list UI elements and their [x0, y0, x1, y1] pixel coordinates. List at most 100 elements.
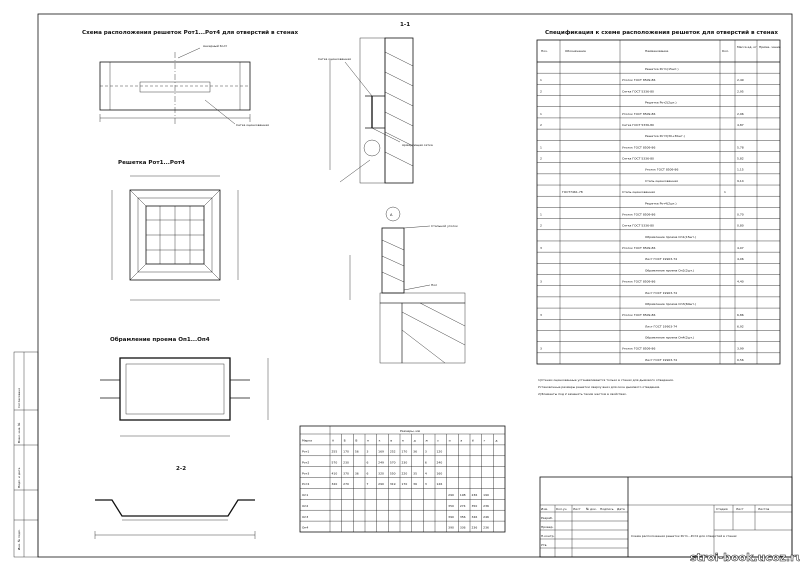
spec-cell: 2 — [540, 157, 542, 161]
spec-cell: Сетка ГОСТ 5336-80 — [622, 157, 654, 161]
spec-header-qty: Кол. — [722, 49, 729, 53]
spec-cell: 4,40 — [737, 280, 744, 284]
dims-cell: 246 — [483, 515, 489, 519]
side-label-1: Взам. инв. № — [17, 423, 21, 443]
spec-cell: 3 — [540, 313, 542, 317]
spec-header-pos: Поз. — [541, 49, 548, 53]
dims-cell: 356 — [460, 515, 466, 519]
stamp-person-3: Утв. — [541, 543, 547, 547]
stamp-col-0: Стадия — [716, 507, 728, 511]
spec-cell: Уголок ГОСТ 8509-86 — [645, 168, 678, 172]
title-section-2-2: 2-2 — [176, 466, 186, 472]
dims-cell: 410 — [332, 471, 338, 475]
stamp-role-0: Изм. — [541, 507, 548, 511]
spec-cell: 2 — [540, 123, 542, 127]
spec-cell: Уголок ГОСТ 8509-86 — [622, 280, 655, 284]
dims-cell: 320 — [332, 482, 338, 486]
side-label-0: Согласовано — [17, 388, 21, 408]
side-strip — [13, 351, 39, 558]
stamp-role-2: Лист — [573, 507, 581, 511]
dims-cell: 290 — [378, 482, 384, 486]
title-grille: Решетка Рот1...Рот4 — [118, 160, 185, 166]
spec-cell: Сталь оцинкованная — [645, 179, 678, 183]
dims-cell: 390 — [448, 515, 454, 519]
spec-cell: Уголок ГОСТ 8509-86 — [622, 112, 655, 116]
spec-cell: 0,70 — [737, 212, 744, 216]
dims-cell: 390 — [448, 526, 454, 530]
spec-cell: Решетка Рот3(30+30шт.) — [645, 134, 685, 138]
title-section-1-1: 1-1 — [400, 22, 410, 28]
dims-cell: 290 — [448, 493, 454, 497]
spec-cell: 0,80 — [737, 224, 744, 228]
title-layout: Схема расположения решеток Рот1...Рот4 д… — [82, 29, 298, 36]
spec-cell: Обрамление проема Оп4(2шт.) — [645, 335, 694, 339]
spec-header-name: Наименование — [645, 49, 668, 53]
title-block — [539, 476, 793, 558]
section-2-2-view — [94, 499, 256, 539]
dims-header-cell: В — [355, 439, 357, 443]
dims-cell: 35 — [413, 471, 417, 475]
spec-cell: 4,07 — [737, 246, 744, 250]
spec-cell: 2 — [540, 224, 542, 228]
dims-cell: 249 — [378, 460, 384, 464]
spec-cell: Решетка Рот2(2шт.) — [645, 101, 677, 105]
dims-cell: Оп1 — [302, 493, 308, 497]
spec-cell: Обрамление проема Оп2(2шт.) — [645, 268, 694, 272]
dims-cell: 170 — [343, 450, 349, 454]
node-a-marker — [385, 206, 401, 222]
dims-cell: 6 — [367, 460, 369, 464]
dims-header-cell: д — [414, 439, 416, 443]
dims-cell: 6 — [367, 471, 369, 475]
dims-cell: 198 — [460, 493, 466, 497]
spec-cell: Уголок ГОСТ 8509-86 — [622, 347, 655, 351]
frame-view — [100, 357, 269, 437]
dims-cell: 240 — [437, 460, 443, 464]
spec-cell: 1,15 — [737, 168, 744, 172]
dims-cell: 126 — [437, 482, 443, 486]
spec-cell: Лист ГОСТ 19903-74 — [645, 358, 677, 362]
dims-cell: Оп2 — [302, 504, 308, 508]
stamp-role-5: Дата — [617, 507, 625, 511]
side-label-2: Подп. и дата — [17, 467, 21, 488]
spec-cell: 2,49 — [737, 78, 744, 82]
spec-cell: ГОСТ7461-78 — [562, 190, 583, 194]
dims-cell: 270 — [343, 482, 349, 486]
dims-cell: 319 — [390, 482, 396, 486]
spec-header-mass: Масса ед. кг — [737, 45, 757, 49]
dims-header-cell: и — [449, 439, 451, 443]
dims-cell: 6 — [425, 460, 427, 464]
spec-cell: 9,14 — [737, 179, 744, 183]
dims-header-cell: е — [402, 439, 404, 443]
dims-header-cell: а — [460, 439, 462, 443]
callout-angle: Стальной уголок — [431, 224, 458, 228]
spec-cell: 6,86 — [737, 313, 744, 317]
dims-cell: 36 — [355, 471, 359, 475]
dims-cell: 570 — [332, 460, 338, 464]
dims-title: Размеры, мм — [400, 429, 420, 433]
stamp-col-1: Лист — [736, 507, 744, 511]
callout-reinforcing: Армирующая сетка — [402, 143, 433, 147]
note-2: Установочные размеры решетки сверху вниз… — [538, 385, 660, 389]
spec-cell: Уголок ГОСТ 8509-86 — [622, 212, 655, 216]
dims-cell: 170 — [402, 482, 408, 486]
dims-cell: 120 — [437, 450, 443, 454]
stamp-person-0: Разраб. — [541, 516, 553, 520]
spec-cell: Обрамление проема Оп1(15шт.) — [645, 235, 696, 239]
spec-cell: 1 — [724, 190, 726, 194]
dims-cell: 3 — [425, 450, 427, 454]
dims-cell: 236 — [483, 526, 489, 530]
dims-cell: 236 — [472, 526, 478, 530]
spec-cell: 3,99 — [737, 347, 744, 351]
dims-cell: 236 — [472, 493, 478, 497]
dims-cell: 320 — [378, 471, 384, 475]
dims-cell: 190 — [483, 493, 489, 497]
stamp-role-3: № док. — [586, 507, 597, 511]
spec-cell: 3 — [540, 280, 542, 284]
spec-cell: 5,82 — [737, 157, 744, 161]
dims-cell: 56 — [355, 450, 359, 454]
spec-table-grid — [536, 39, 781, 365]
dims-header-cell: А — [332, 439, 335, 443]
spec-cell: 4,06 — [737, 257, 744, 261]
dims-cell: 160 — [437, 471, 443, 475]
dims-header-cell: з — [437, 439, 439, 443]
